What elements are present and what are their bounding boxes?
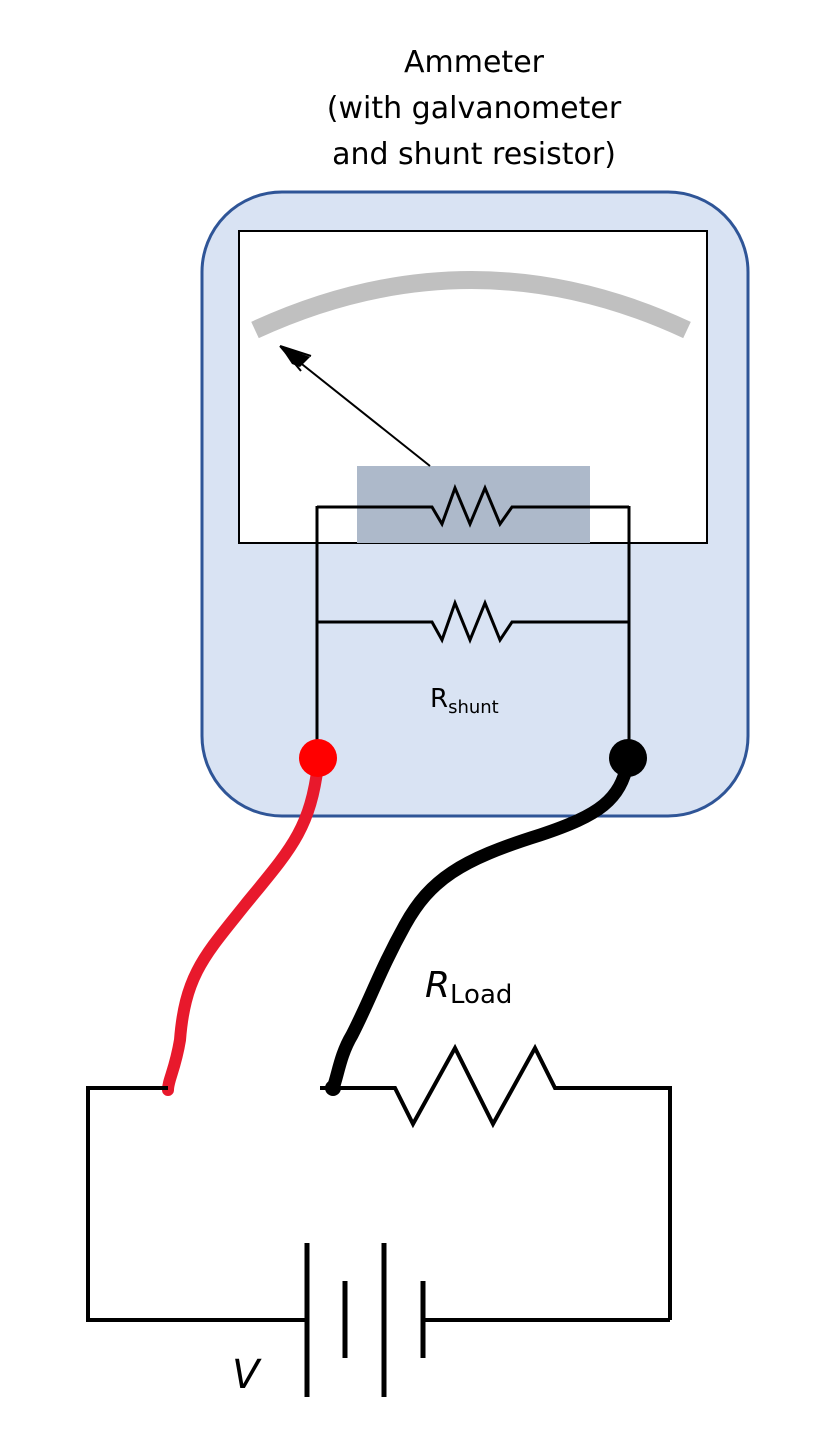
negative-terminal (609, 739, 647, 777)
galvanometer-block (357, 466, 590, 543)
positive-terminal (299, 739, 337, 777)
negative-lead-wire (326, 755, 635, 1095)
title-line-1: Ammeter (404, 45, 544, 80)
shunt-label: Rshunt (430, 684, 499, 718)
shunt-resistor (317, 598, 629, 644)
load-label: RLoad (425, 965, 512, 1010)
galvanometer-resistor (317, 483, 629, 528)
meter-scale-arc (251, 271, 691, 339)
title-line-3: and shunt resistor) (332, 137, 616, 172)
load-resistor (320, 1043, 672, 1320)
voltage-label: V (232, 1352, 262, 1398)
circuit-left-wire (86, 1086, 307, 1322)
title-line-2: (with galvanometer (326, 91, 622, 126)
meter-needle (297, 360, 431, 467)
needle-arrowhead (280, 346, 310, 367)
positive-lead-wire (162, 759, 324, 1096)
ammeter-title: Ammeter (with galvanometer and shunt res… (224, 40, 724, 178)
